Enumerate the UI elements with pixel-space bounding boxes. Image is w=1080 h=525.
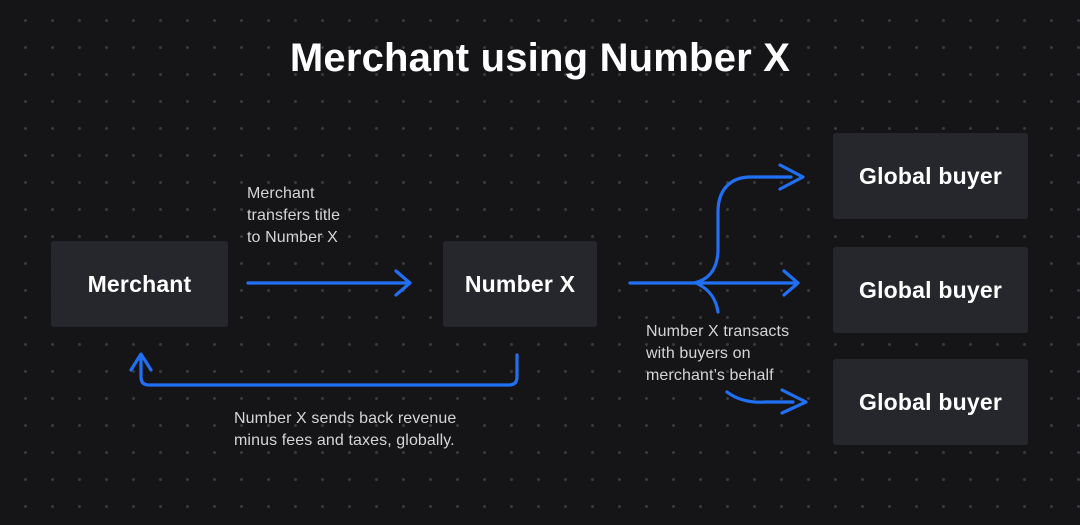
annotation-transfer-title: Merchant transfers title to Number X (247, 185, 341, 246)
arrow-branch-up-to-buyer-top (692, 163, 805, 285)
arrow-revenue-return (129, 352, 519, 387)
node-global-buyer-2: Global buyer (833, 247, 1028, 333)
node-number-x-label: Number X (464, 270, 576, 297)
annotation-revenue-return: Number X sends back revenue minus fees a… (234, 410, 457, 449)
arrow-branch-down-to-buyer-bottom (725, 388, 808, 415)
node-global-buyer-2-label: Global buyer (859, 276, 1002, 303)
page-title: Merchant using Number X (289, 36, 791, 80)
node-number-x: Number X (443, 241, 597, 327)
node-merchant-label: Merchant (87, 270, 192, 297)
node-merchant: Merchant (51, 241, 228, 327)
node-global-buyer-1-label: Global buyer (859, 162, 1002, 189)
annotation-transacts-on-behalf: Number X transacts with buyers on mercha… (646, 323, 790, 384)
arrow-numberx-to-buyer-middle (628, 269, 800, 297)
node-global-buyer-3: Global buyer (833, 359, 1028, 445)
node-global-buyer-3-label: Global buyer (859, 388, 1002, 415)
arrow-branch-down-tail (696, 282, 720, 314)
node-global-buyer-1: Global buyer (833, 133, 1028, 219)
arrow-merchant-to-numberx (246, 269, 412, 297)
